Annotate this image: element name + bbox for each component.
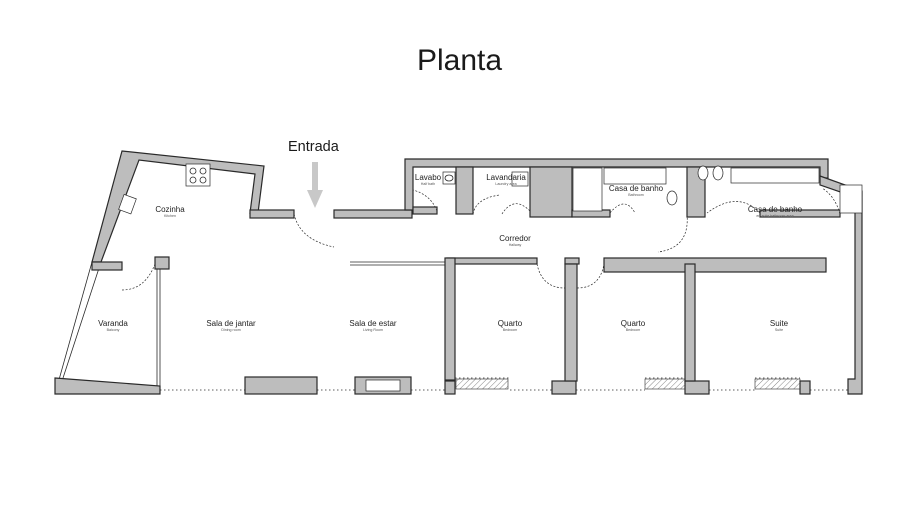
wc-sink-icon — [442, 171, 456, 185]
room-toilet-sub: Half bath — [421, 182, 435, 186]
room-toilet-name: Lavabo — [415, 173, 442, 182]
room-dining-sub: Dining room — [221, 328, 240, 332]
room-labels: Cozinha Kitchen Lavabo Half bath Lavanda… — [98, 173, 803, 332]
room-bathroom-sub: Bathroom — [628, 193, 644, 197]
wall-corridor-c — [603, 257, 827, 273]
entrance-arrow-icon — [307, 162, 323, 208]
wall-entry-left — [249, 209, 295, 219]
kitchen-sink-icon — [118, 193, 137, 215]
bathroom-vanity-icon — [603, 167, 667, 185]
wall-bottom-b2 — [551, 380, 577, 395]
stove-icon — [185, 163, 211, 187]
shower-icon — [839, 184, 863, 214]
room-hallway-name: Corredor — [499, 234, 531, 243]
room-dining-name: Sala de jantar — [206, 319, 256, 328]
room-laundry-name: Lavandaria — [486, 173, 526, 182]
wall-corridor-b — [564, 257, 580, 265]
wall-column — [154, 256, 170, 270]
room-suite-sub: Suite — [775, 328, 783, 332]
room-bedroom2-name: Quarto — [621, 319, 646, 328]
room-balcony-name: Varanda — [98, 319, 128, 328]
wall-wc-laundry — [455, 166, 474, 215]
room-ensuite-bath-name: Casa de banho — [748, 205, 803, 214]
laundry-machine-icon — [511, 171, 529, 187]
wall-bottom-b4 — [799, 380, 811, 395]
door-swings — [121, 187, 841, 291]
room-ensuite-bath-sub: en-suite bathroom area — [756, 214, 793, 218]
wall-corridor-a — [446, 257, 538, 265]
wall-bedroom-divider — [564, 263, 578, 382]
page-title: Planta — [416, 44, 503, 77]
room-suite-name: Suite — [770, 319, 789, 328]
wall-bottom-left — [54, 377, 161, 395]
wall-kitchen-bottom — [91, 261, 123, 271]
walls — [54, 150, 863, 395]
toilet-icon — [666, 190, 678, 206]
room-kitchen-name: Cozinha — [155, 205, 185, 214]
wall-bedroom2-right — [684, 263, 696, 382]
room-balcony-sub: Balcony — [107, 328, 120, 332]
bidet-icon — [697, 165, 709, 181]
entrance-label: Entrada — [288, 139, 339, 155]
bathroom-tub-icon — [572, 167, 603, 212]
wall-bottom-mid1 — [244, 376, 318, 395]
ensuite-toilet-icon — [712, 165, 724, 181]
fixtures — [118, 163, 863, 390]
wall-service-top — [404, 158, 829, 211]
room-bedroom2-sub: Bedroom — [626, 328, 641, 332]
room-laundry-sub: Laundry area — [495, 182, 516, 186]
wall-entry-right — [333, 209, 413, 219]
room-living-sub: Living Room — [363, 328, 383, 332]
room-living-name: Sala de estar — [349, 319, 396, 328]
wall-bedroom1-left — [444, 257, 456, 381]
wall-bottom-b1 — [444, 380, 456, 395]
ensuite-vanity-icon — [730, 167, 820, 184]
room-bedroom1-sub: Bedroom — [503, 328, 518, 332]
wall-wc — [412, 206, 438, 215]
room-bathroom-name: Casa de banho — [609, 184, 664, 193]
wall-bottom-b3 — [684, 380, 710, 395]
room-bedroom1-name: Quarto — [498, 319, 523, 328]
room-hallway-sub: Hallway — [509, 243, 522, 247]
room-kitchen-sub: Kitchen — [164, 214, 176, 218]
wall-laundry-bath — [529, 166, 573, 218]
